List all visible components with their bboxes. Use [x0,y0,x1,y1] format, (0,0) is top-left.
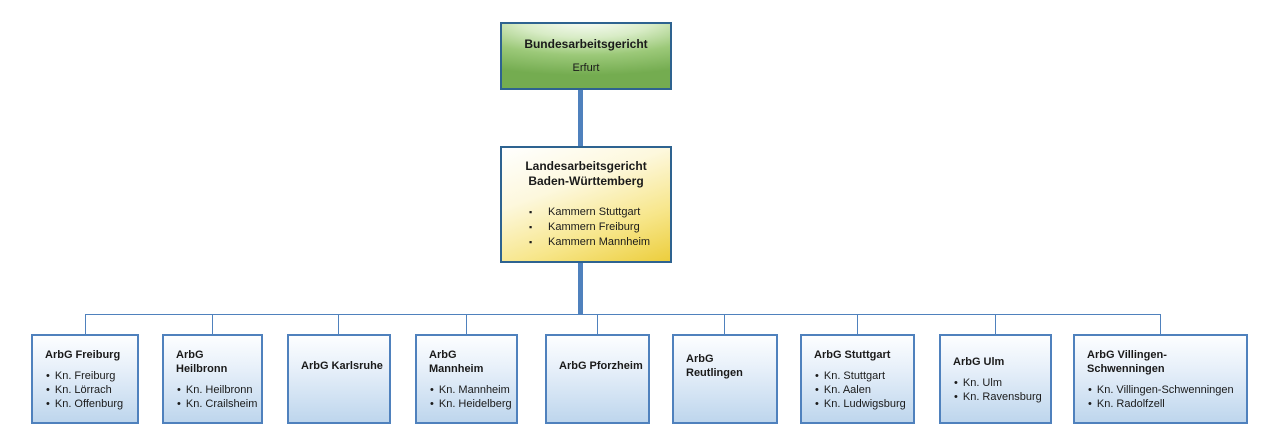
node-subtitle: Erfurt [572,62,600,74]
list-item: Kn. Villingen-Schwenningen [1088,383,1242,397]
node-title: ArbG Pforzheim [559,360,643,372]
chamber-list [301,373,385,399]
node-arbg-freiburg: ArbG Freiburg Kn. Freiburg Kn. Lörrach K… [31,334,139,424]
connector-drop-freiburg [85,315,86,334]
list-item: Kn. Aalen [815,383,909,397]
connector-bus-line [85,314,1161,315]
list-item: Kn. Radolfzell [1088,397,1242,411]
node-arbg-stuttgart: ArbG Stuttgart Kn. Stuttgart Kn. Aalen K… [800,334,915,424]
chamber-list: Kn. Heilbronn Kn. Crailsheim [176,383,258,411]
list-item: Kn. Ludwigsburg [815,397,909,411]
node-title: ArbG Freiburg [45,348,121,361]
node-landesarbeitsgericht: Landesarbeitsgericht Baden-Württemberg K… [500,146,672,263]
list-item: Kn. Heilbronn [177,383,257,397]
connector-drop-ulm [995,315,996,334]
connector-drop-reutlingen [724,315,725,334]
list-item: Kn. Crailsheim [177,397,258,411]
list-item: Kn. Heidelberg [430,397,512,411]
connector-drop-mannheim [466,315,467,334]
list-item: Kammern Freiburg [502,220,670,235]
node-arbg-karlsruhe: ArbG Karlsruhe [287,334,391,424]
chamber-list: Kn. Stuttgart Kn. Aalen Kn. Ludwigsburg [814,369,909,411]
list-item: Kn. Stuttgart [815,369,909,383]
chamber-list: Kn. Ulm Kn. Ravensburg [953,376,1046,404]
list-item: Kn. Ravensburg [954,390,1046,404]
chamber-list: Kn. Villingen-Schwenningen Kn. Radolfzel… [1087,383,1242,411]
list-item: Kammern Stuttgart [502,205,670,220]
chamber-list: Kn. Mannheim Kn. Heidelberg [429,383,512,411]
node-arbg-heilbronn: ArbG Heilbronn Kn. Heilbronn Kn. Crailsh… [162,334,263,424]
node-arbg-pforzheim: ArbG Pforzheim [545,334,650,424]
node-title: ArbG Karlsruhe [301,360,383,372]
node-title: ArbG Mannheim [429,348,484,375]
connector-state-to-bus [578,263,583,315]
node-title: ArbG Ulm [953,355,1005,368]
connector-drop-heilbronn [212,315,213,334]
chamber-list: Kammern Stuttgart Kammern Freiburg Kamme… [502,205,670,250]
node-arbg-reutlingen: ArbG Reutlingen [672,334,778,424]
list-item: Kn. Offenburg [46,397,133,411]
node-bundesarbeitsgericht: Bundesarbeitsgericht Erfurt [500,22,672,90]
node-title: ArbG Heilbronn [176,348,228,375]
chamber-list [559,373,644,399]
list-item: Kn. Freiburg [46,369,133,383]
list-item: Kn. Mannheim [430,383,512,397]
node-title-line2: Baden-Württemberg [528,174,644,188]
list-item: Kn. Lörrach [46,383,133,397]
node-title: ArbG Villingen-Schwenningen [1087,348,1167,375]
connector-drop-villingen [1160,315,1161,334]
list-item: Kammern Mannheim [502,235,670,250]
node-arbg-ulm: ArbG Ulm Kn. Ulm Kn. Ravensburg [939,334,1052,424]
node-title: Bundesarbeitsgericht [524,37,648,51]
connector-root-to-state [578,90,583,146]
node-title: Landesarbeitsgericht Baden-Württemberg [502,159,670,189]
node-title: ArbG Reutlingen [686,353,743,379]
node-title: ArbG Stuttgart [814,348,891,361]
node-title-line1: Landesarbeitsgericht [525,159,647,173]
chamber-list: Kn. Freiburg Kn. Lörrach Kn. Offenburg [45,369,133,411]
connector-drop-karlsruhe [338,315,339,334]
connector-drop-stuttgart [857,315,858,334]
connector-drop-pforzheim [597,315,598,334]
list-item: Kn. Ulm [954,376,1046,390]
chamber-list [686,380,772,406]
node-arbg-mannheim: ArbG Mannheim Kn. Mannheim Kn. Heidelber… [415,334,518,424]
node-arbg-villingen-schwenningen: ArbG Villingen-Schwenningen Kn. Villinge… [1073,334,1248,424]
